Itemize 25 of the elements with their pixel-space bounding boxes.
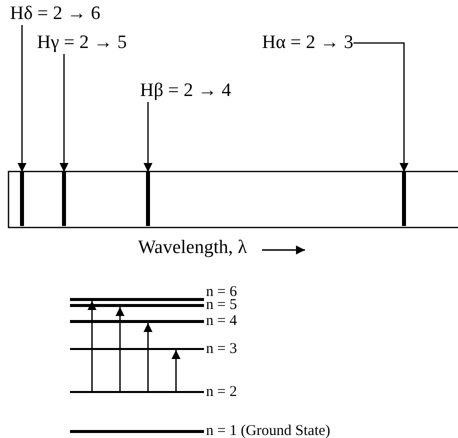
leader-line: [18, 25, 26, 172]
energy-level-line: [70, 391, 204, 393]
energy-level-line: [70, 430, 204, 433]
line-label: Hα = 2 → 3: [262, 32, 354, 54]
energy-level-line: [70, 348, 204, 350]
energy-level-label: n = 4: [206, 315, 237, 328]
transition-arrow: [144, 323, 152, 391]
energy-level-label: n = 1 (Ground State): [206, 425, 330, 438]
line-label: Hβ = 2 → 4: [140, 80, 232, 102]
energy-level-label: n = 6: [206, 286, 237, 299]
leader-line: [144, 102, 152, 172]
energy-level-label: n = 5: [206, 299, 237, 312]
energy-level-label: n = 2: [206, 386, 237, 399]
leader-line: [353, 42, 408, 172]
energy-level-line: [70, 320, 204, 323]
transition-arrow: [116, 307, 124, 391]
energy-level-line: [70, 304, 204, 307]
axis-label: Wavelength, λ: [138, 237, 247, 259]
transition-arrow: [88, 301, 96, 391]
leader-line: [60, 54, 68, 172]
line-label: Hγ = 2 → 5: [37, 32, 127, 54]
energy-level-label: n = 3: [206, 343, 237, 356]
line-label: Hδ = 2 → 6: [10, 3, 100, 25]
energy-level-line: [70, 298, 204, 301]
transition-arrow: [172, 350, 180, 391]
